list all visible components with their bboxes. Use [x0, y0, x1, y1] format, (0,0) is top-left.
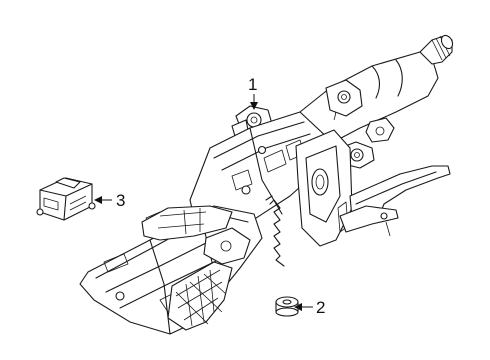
tilt-spring: [265, 195, 285, 267]
mid-yoke: [141, 205, 251, 265]
callout-2: 2: [294, 298, 325, 317]
column-upper-tube: [299, 34, 454, 147]
side-bracket: [295, 129, 353, 247]
control-module: [36, 177, 96, 221]
callout-label-2: 2: [316, 298, 325, 317]
callout-label-1: 1: [248, 75, 257, 94]
callout-arrow-3: [94, 196, 102, 204]
steering-column-assembly: [79, 34, 454, 335]
callout-3: 3: [94, 191, 125, 210]
upper-clamp-bracket: [325, 79, 395, 143]
callout-label-3: 3: [116, 191, 125, 210]
tilt-rail: [339, 165, 451, 237]
callout-arrow-1: [250, 102, 258, 110]
lower-truss: [167, 261, 233, 331]
callout-1: 1: [248, 75, 258, 110]
callout-arrow-2: [294, 303, 302, 311]
grommet: [275, 296, 299, 317]
